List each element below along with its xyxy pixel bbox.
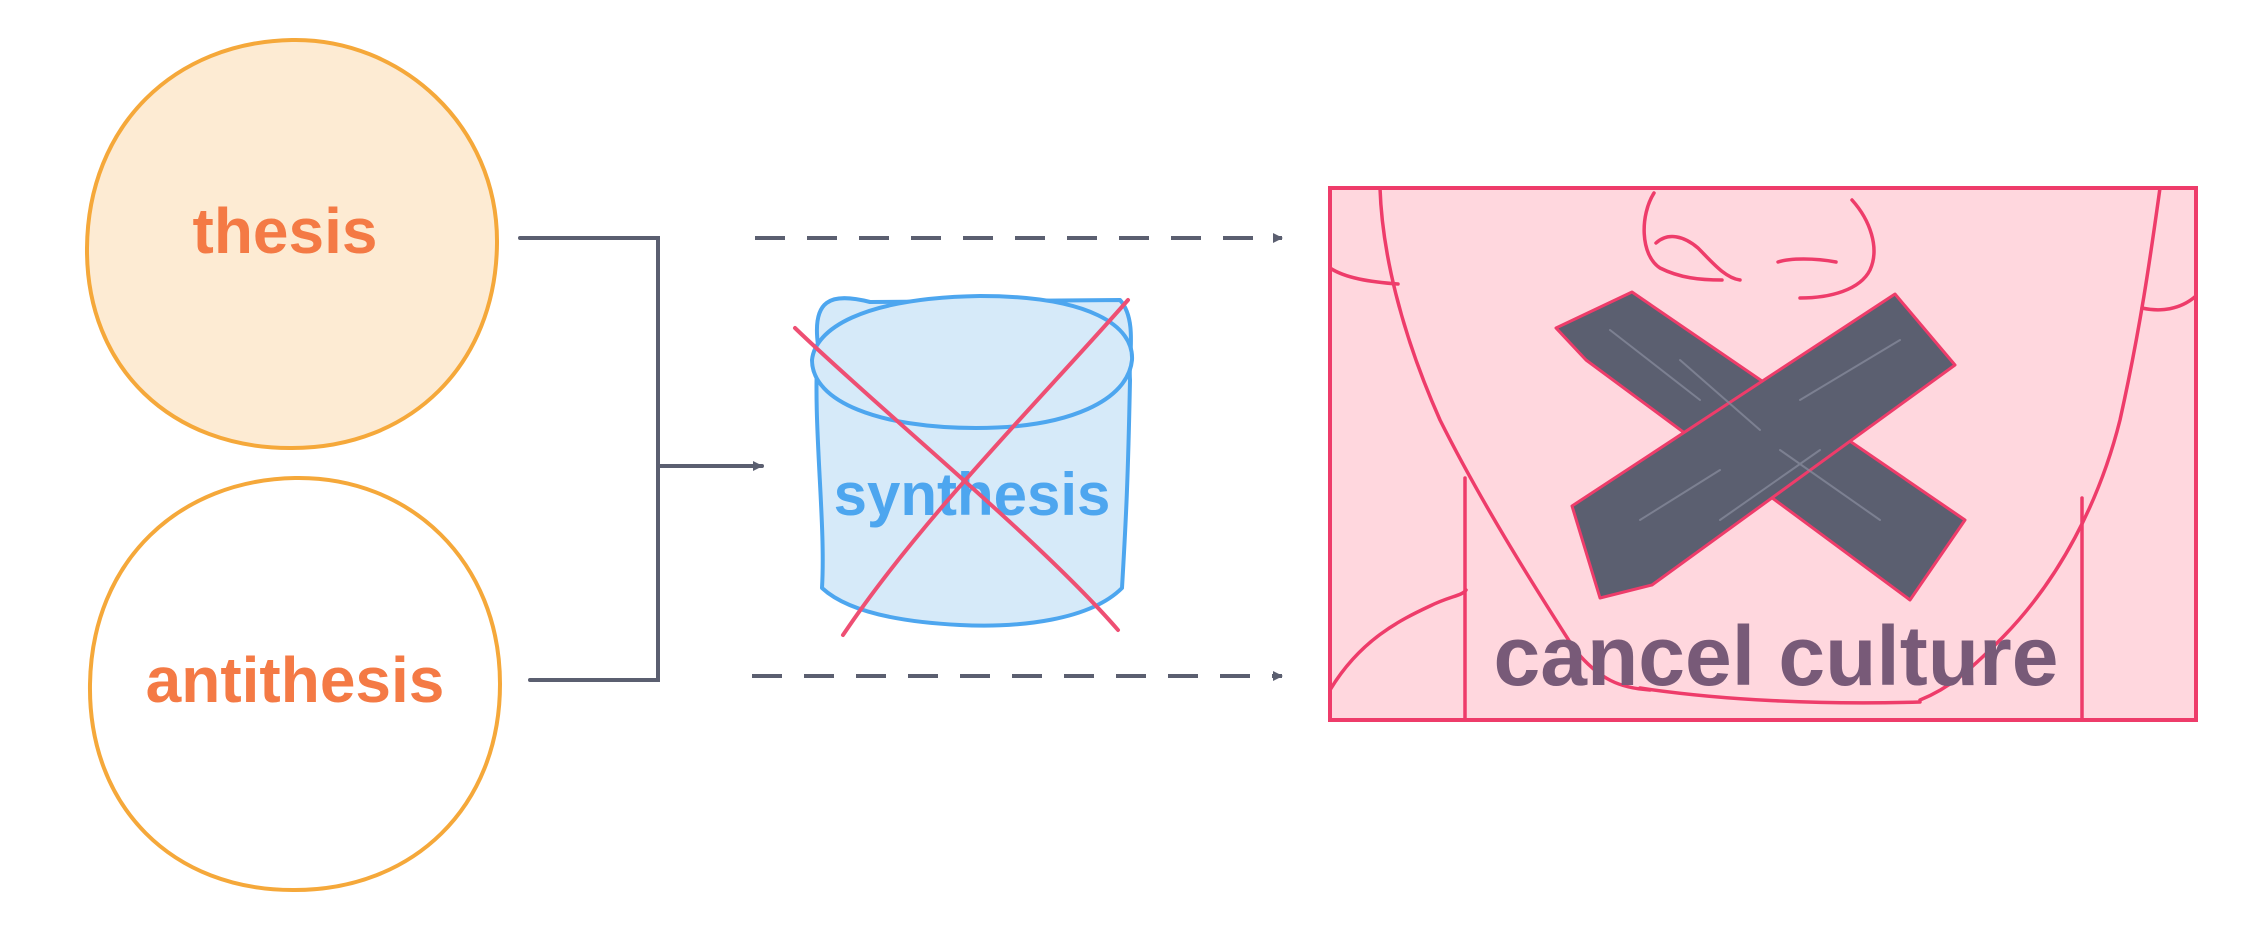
nose-right-outline [1798, 198, 1876, 300]
thesis-node: thesis [84, 37, 500, 451]
antithesis-node: antithesis [87, 475, 503, 893]
nose-outline [1642, 191, 1724, 282]
nose-tip [1654, 234, 1742, 282]
cross-out-icon [793, 298, 1130, 637]
thesis-circle [84, 37, 500, 451]
hair-right-line [2140, 294, 2196, 312]
synthesis-node: synthesis [793, 293, 1135, 637]
synthesis-cylinder-top [809, 293, 1135, 431]
face-right-contour [1918, 188, 2162, 702]
chin-line [1638, 686, 1922, 705]
tape-scribble-highlights [1609, 329, 1901, 521]
cancel-culture-node: cancel culture [1328, 186, 2198, 722]
dashed-arrows [752, 233, 1283, 681]
shoulder-left-line [1330, 588, 1468, 692]
nostril [1776, 257, 1838, 264]
thesis-connector-line [518, 236, 660, 682]
merge-connector [518, 236, 764, 682]
hair-left-line [1330, 266, 1400, 286]
face-illustration [1330, 188, 2196, 720]
tape-strip-2 [1570, 292, 1957, 600]
antithesis-circle [87, 475, 503, 893]
cancel-culture-label: cancel culture [1494, 609, 2059, 703]
tape-x-icon [1554, 290, 1967, 602]
face-left-contour [1378, 188, 1652, 692]
thesis-label: thesis [193, 195, 378, 267]
antithesis-label: antithesis [146, 644, 445, 716]
